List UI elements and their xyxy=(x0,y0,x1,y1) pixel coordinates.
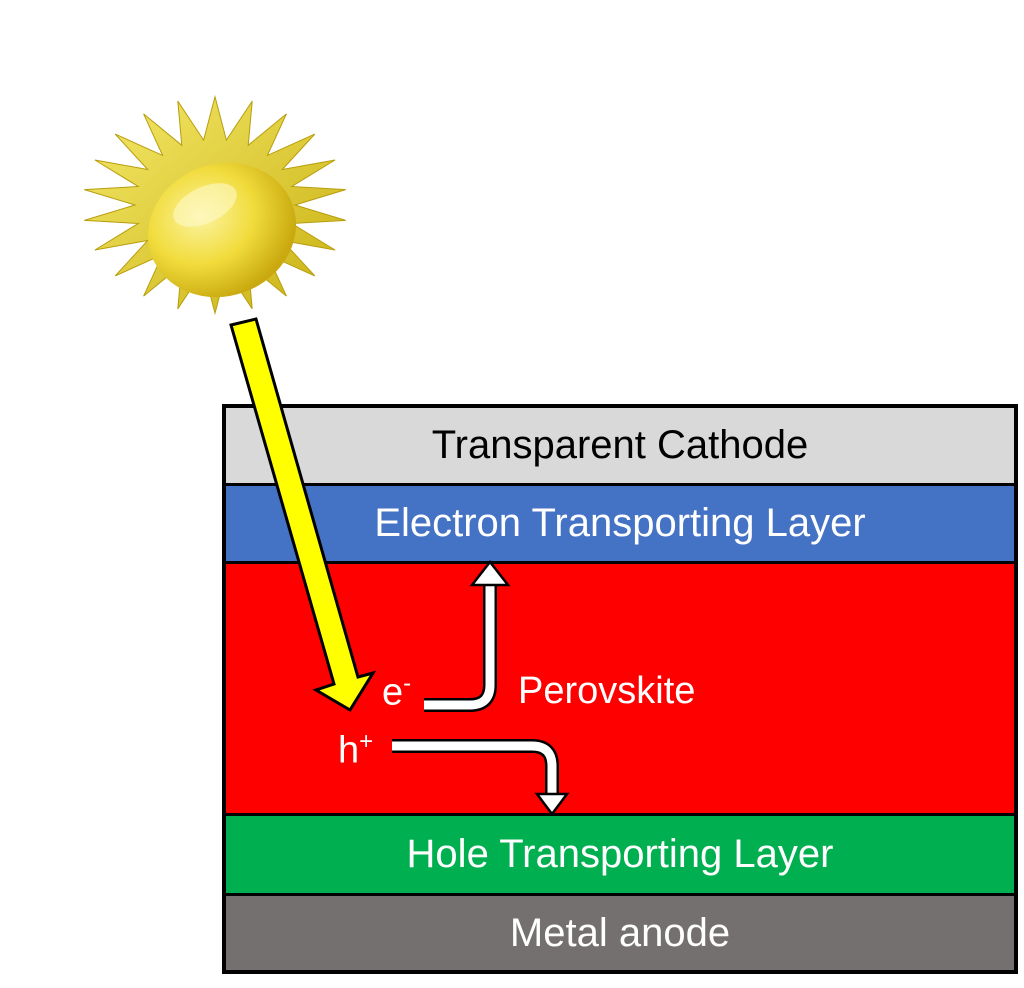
sun-icon xyxy=(84,94,346,316)
electron-label: e- xyxy=(382,670,412,714)
sunlight-arrow xyxy=(229,317,377,713)
layer-label-anode: Metal anode xyxy=(509,910,731,955)
layer-label-etl: Electron Transporting Layer xyxy=(374,501,866,545)
layer-label-perovskite: Perovskite xyxy=(518,670,696,712)
layer-metal-anode: Metal anode xyxy=(222,896,1018,974)
layer-hole-transporting: Hole Transporting Layer xyxy=(222,816,1018,896)
layer-transparent-cathode: Transparent Cathode xyxy=(222,404,1018,486)
hole-path-arrow xyxy=(392,739,570,817)
hole-label: h+ xyxy=(338,728,374,772)
layer-label-htl: Hole Transporting Layer xyxy=(406,832,834,876)
electron-path-arrow xyxy=(424,559,511,712)
layer-electron-transporting: Electron Transporting Layer xyxy=(222,486,1018,564)
layer-label-cathode: Transparent Cathode xyxy=(431,423,809,467)
